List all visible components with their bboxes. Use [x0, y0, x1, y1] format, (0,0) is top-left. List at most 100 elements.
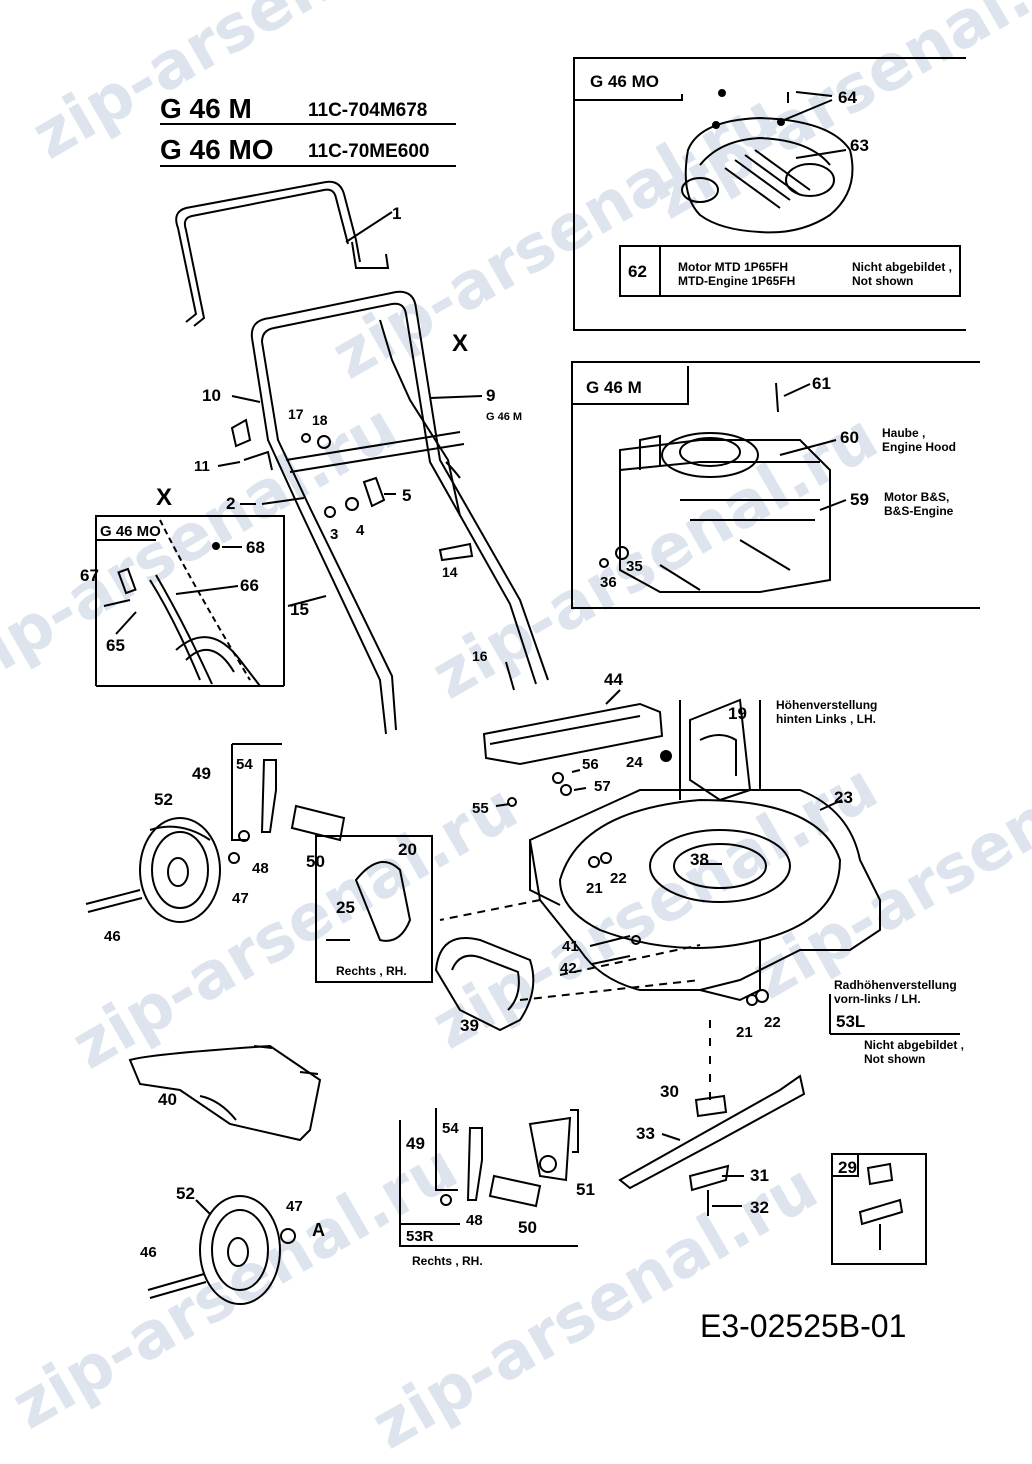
left-wheel-assembly	[85, 743, 433, 983]
part-50-b: 50	[518, 1218, 537, 1237]
part-54: 54	[236, 756, 253, 773]
inset-mo-title: G 46 MO	[590, 72, 659, 91]
inset-mo-frame	[573, 57, 966, 331]
model-name-2: G 46 MO	[160, 134, 274, 165]
part-55: 55	[472, 800, 489, 817]
part-65: 65	[106, 636, 125, 655]
bottom-wheel-assembly	[147, 1195, 296, 1305]
inset-m-title: G 46 M	[586, 378, 642, 397]
part-51: 51	[576, 1180, 595, 1199]
part-49: 49	[192, 764, 211, 783]
part-39: 39	[460, 1016, 479, 1035]
part-42: 42	[560, 960, 577, 977]
part-1: 1	[392, 204, 402, 223]
part-16: 16	[472, 648, 488, 664]
engine-desc-line2: MTD-Engine 1P65FH	[678, 274, 796, 288]
part-22-b: 22	[764, 1014, 781, 1031]
rear-bracket	[482, 689, 664, 807]
engine-label-2: B&S-Engine	[884, 504, 954, 518]
height-front-label-1: Radhöhenverstellung	[834, 978, 957, 992]
part-30: 30	[660, 1082, 679, 1101]
part-49-b: 49	[406, 1134, 425, 1153]
detail-marker-x-inset: X	[156, 484, 173, 511]
part-38: 38	[690, 850, 709, 869]
hood-label-1: Haube ,	[882, 426, 926, 440]
not-shown-line1: Nicht abgebildet ,	[852, 260, 953, 274]
part-29: 29	[838, 1158, 857, 1177]
part-47-b: 47	[286, 1198, 303, 1215]
inset-x-title: G 46 MO	[100, 523, 161, 540]
engine-desc-line1: Motor MTD 1P65FH	[678, 260, 789, 274]
part-3: 3	[330, 526, 339, 543]
part-31: 31	[750, 1166, 769, 1185]
inset-m-frame	[571, 361, 980, 609]
part-50: 50	[306, 852, 325, 871]
height-front-label-2: vorn-links / LH.	[834, 992, 921, 1006]
grass-bag	[128, 1044, 322, 1142]
part-22-a: 22	[610, 870, 627, 887]
part-9: 9	[486, 386, 496, 405]
part-44: 44	[604, 670, 623, 689]
inset-x-frame	[95, 515, 285, 687]
part-24: 24	[626, 754, 643, 771]
part-11: 11	[194, 458, 210, 475]
part-9-note: G 46 M	[486, 411, 523, 423]
part-66: 66	[240, 576, 259, 595]
part-68: 68	[246, 538, 265, 557]
blade-assembly	[618, 1074, 927, 1265]
part-57: 57	[594, 778, 611, 795]
part-18: 18	[312, 412, 328, 428]
part-53R: 53R	[406, 1228, 434, 1245]
part-62: 62	[628, 262, 647, 281]
part-46: 46	[104, 928, 121, 945]
not-shown-53L-1: Nicht abgebildet ,	[864, 1038, 965, 1052]
part-64: 64	[838, 88, 857, 107]
not-shown-53L-2: Not shown	[864, 1052, 926, 1066]
part-10: 10	[202, 386, 221, 405]
engine-label-1: Motor B&S,	[884, 490, 950, 504]
upper-handle	[175, 180, 393, 327]
part-59: 59	[850, 490, 869, 509]
part-32: 32	[750, 1198, 769, 1217]
part-25: 25	[336, 898, 355, 917]
model-code-1: 11C-704M678	[308, 100, 428, 121]
part-54-b: 54	[442, 1120, 459, 1137]
part-20: 20	[398, 840, 417, 859]
part-15: 15	[290, 600, 309, 619]
part-33: 33	[636, 1124, 655, 1143]
part-19: 19	[728, 704, 747, 723]
part-40: 40	[158, 1090, 177, 1109]
part-21-a: 21	[586, 880, 603, 897]
height-rear-label-1: Höhenverstellung	[776, 698, 878, 712]
part-17: 17	[288, 406, 304, 422]
detail-marker-x: X	[452, 330, 469, 357]
part-60: 60	[840, 428, 859, 447]
part-35: 35	[626, 558, 643, 575]
rechts-label-1: Rechts , RH.	[336, 964, 407, 978]
part-46-b: 46	[140, 1244, 157, 1261]
part-67: 67	[80, 566, 99, 585]
model-code-2: 11C-70ME600	[308, 141, 430, 162]
part-48-b: 48	[466, 1212, 483, 1229]
part-52: 52	[154, 790, 173, 809]
part-4: 4	[356, 522, 365, 539]
rechts-label-2: Rechts , RH.	[412, 1254, 483, 1268]
part-21-b: 21	[736, 1024, 753, 1041]
part-47: 47	[232, 890, 249, 907]
part-2: 2	[226, 494, 236, 513]
part-14: 14	[442, 564, 458, 580]
part-36: 36	[600, 574, 617, 591]
front-handle	[434, 937, 535, 1032]
part-5: 5	[402, 486, 412, 505]
part-48: 48	[252, 860, 269, 877]
detail-marker-a: A	[312, 1220, 325, 1240]
part-61: 61	[812, 374, 831, 393]
part-41: 41	[562, 938, 579, 955]
right-bracket-assembly	[399, 1108, 579, 1247]
part-56: 56	[582, 756, 599, 773]
mower-deck	[439, 698, 881, 1100]
main-handle	[217, 290, 549, 735]
part-52-b: 52	[176, 1184, 195, 1203]
diagram-code: E3-02525B-01	[700, 1308, 907, 1344]
hood-label-2: Engine Hood	[882, 440, 956, 454]
